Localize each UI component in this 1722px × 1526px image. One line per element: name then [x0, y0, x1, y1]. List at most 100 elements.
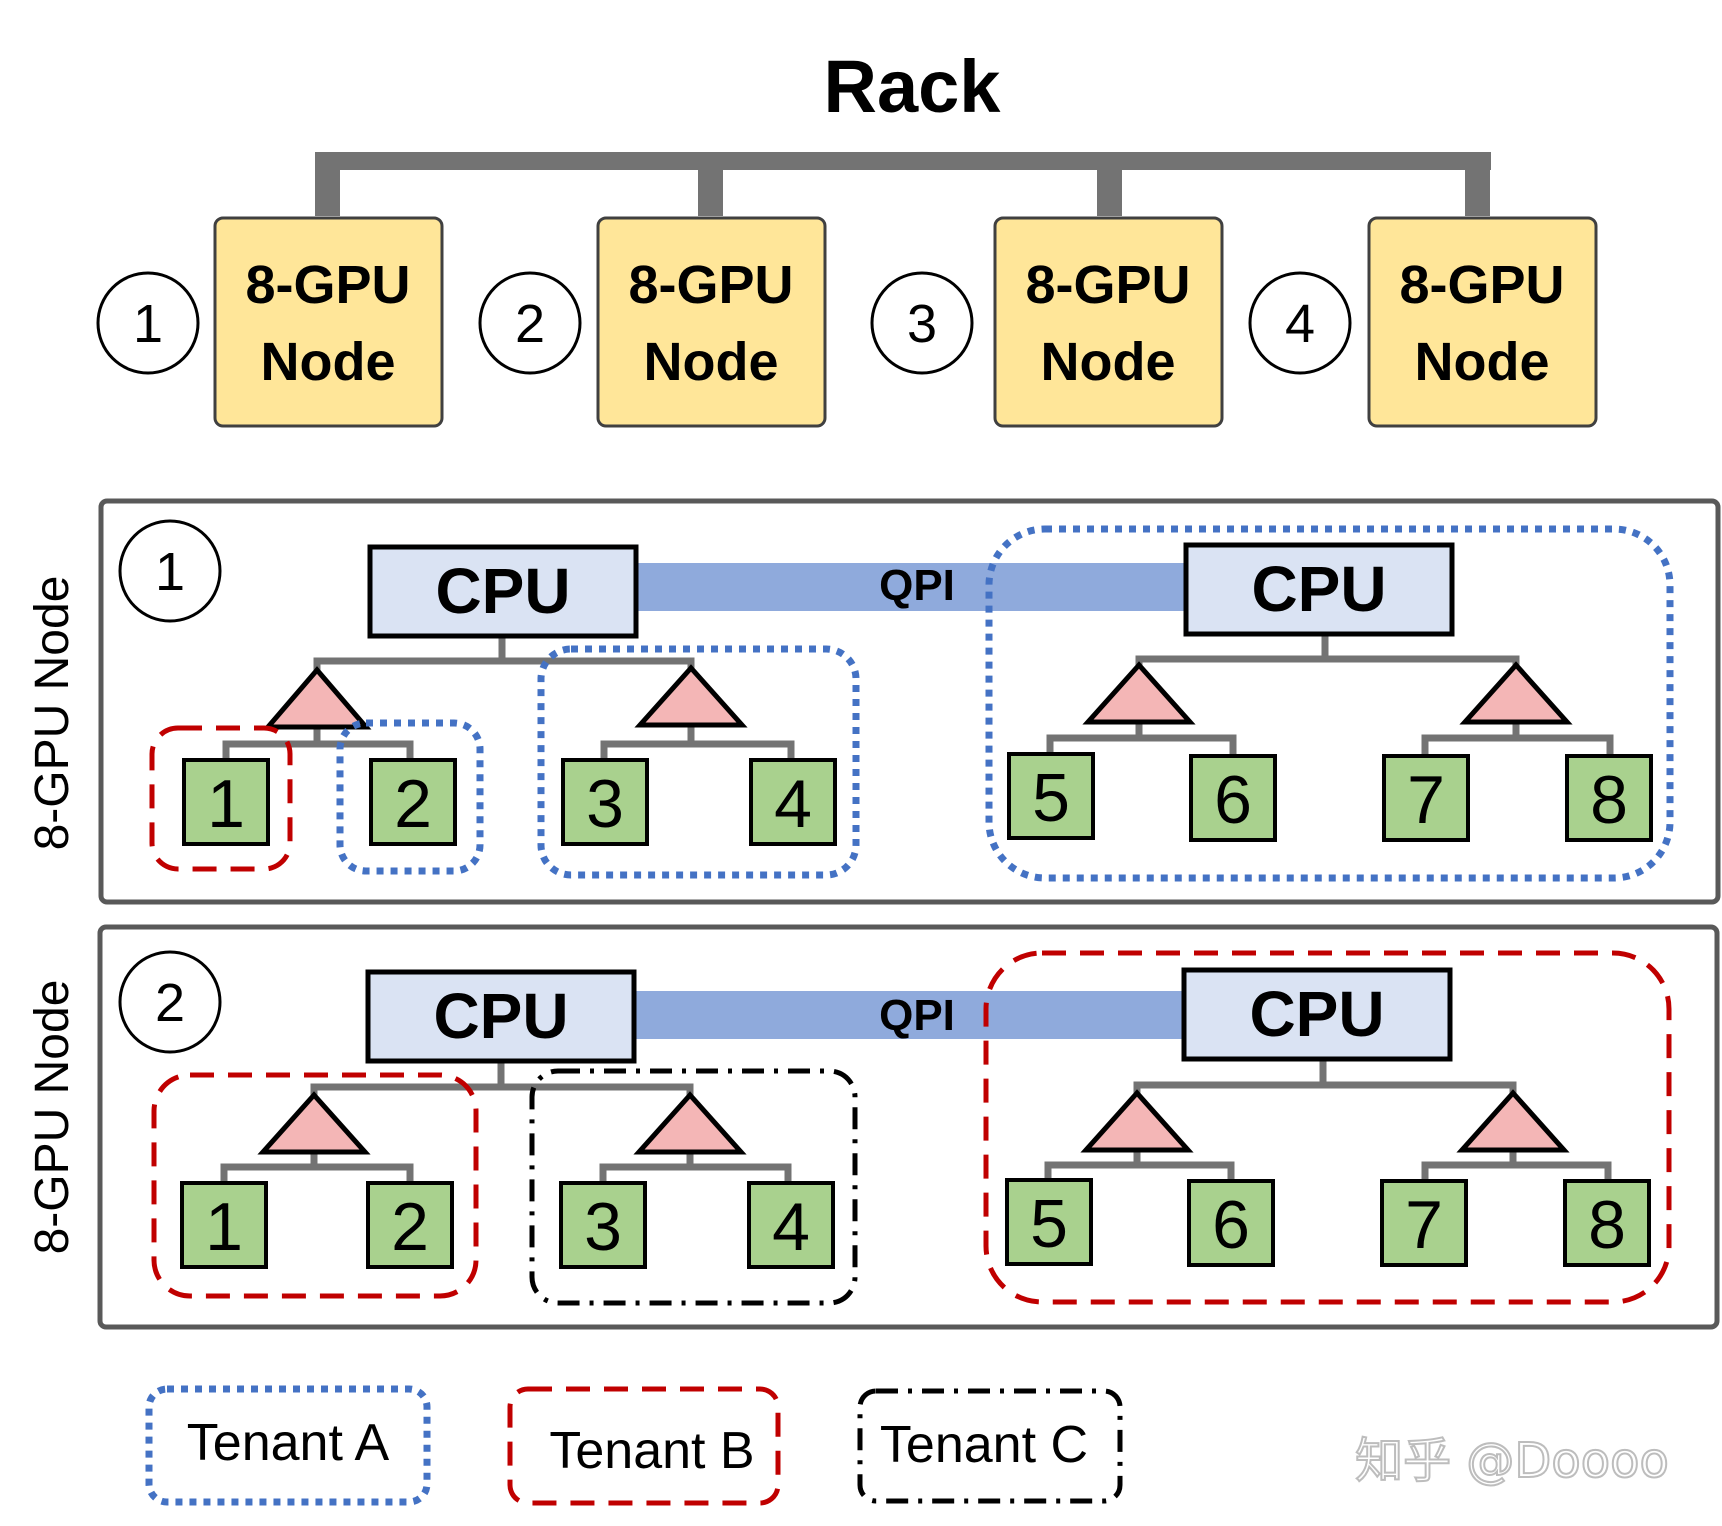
panel-number-circle — [118, 519, 222, 623]
panel-number-circle — [118, 950, 222, 1054]
tenant-c-group — [529, 1068, 858, 1306]
pcie-switch-icon — [1082, 661, 1196, 725]
node-label-line1: 8-GPU — [628, 255, 793, 315]
tenant-b-group — [149, 725, 293, 872]
watermark: 知乎 @Doooo — [1355, 1433, 1669, 1489]
gpu-box — [366, 1181, 454, 1269]
tenant-a-group — [537, 645, 860, 879]
gpu-box — [561, 758, 649, 846]
node-number: 2 — [515, 294, 545, 354]
gpu-number: 1 — [207, 766, 245, 842]
pcie-switch-icon — [633, 1091, 747, 1155]
rack-node-2: 2 8-GPU Node — [478, 216, 827, 428]
tenant-b-group — [151, 1072, 479, 1299]
node-label-line1: 8-GPU — [245, 255, 410, 315]
gpu-box — [1187, 1179, 1275, 1267]
panel-side-label: 8-GPU Node — [26, 980, 79, 1255]
rack-node-3: 3 8-GPU Node — [870, 216, 1224, 428]
gpu-box — [180, 1181, 268, 1269]
qpi-link — [636, 563, 1186, 611]
gpu-number: 5 — [1030, 1186, 1068, 1262]
legend-tenant-b-label: Tenant B — [549, 1422, 754, 1480]
qpi-label: QPI — [879, 991, 955, 1040]
cpu-label-right: CPU — [1249, 978, 1384, 1050]
gpu-box — [369, 758, 457, 846]
node-detail-panel-1: 8-GPU Node 1 QPI CPU CPU — [26, 498, 1721, 905]
gpu-node-box — [993, 216, 1224, 428]
gpu-row: 1 2 3 4 5 6 7 8 — [180, 1178, 1651, 1269]
gpu-number: 1 — [205, 1189, 243, 1265]
legend-tenant-a-label: Tenant A — [187, 1414, 390, 1472]
gpu-number: 2 — [394, 766, 432, 842]
legend-tenant-c-swatch — [857, 1388, 1123, 1504]
node-number: 4 — [1285, 294, 1315, 354]
gpu-number: 5 — [1032, 760, 1070, 836]
gpu-box — [1189, 754, 1277, 842]
node-label-line1: 8-GPU — [1025, 255, 1190, 315]
panel-number: 2 — [155, 973, 185, 1033]
gpu-box — [1005, 1178, 1093, 1266]
node-label-line2: Node — [1041, 332, 1176, 392]
gpu-number: 4 — [774, 766, 812, 842]
cpu-box-left — [365, 969, 637, 1064]
gpu-number: 8 — [1590, 762, 1628, 838]
gpu-node-box — [213, 216, 444, 428]
pcie-switch-icon — [262, 666, 372, 730]
gpu-number: 8 — [1588, 1187, 1626, 1263]
gpu-box — [1565, 754, 1653, 842]
tenant-a-group — [985, 525, 1674, 882]
gpu-number: 7 — [1405, 1187, 1443, 1263]
gpu-number: 6 — [1214, 762, 1252, 838]
gpu-box — [1563, 1179, 1651, 1267]
gpu-node-box — [596, 216, 827, 428]
panel-number: 1 — [155, 542, 185, 602]
node-number-circle — [96, 271, 200, 375]
node-label-line2: Node — [644, 332, 779, 392]
gpu-box — [182, 758, 270, 846]
pcie-switch-icon — [634, 664, 748, 728]
gpu-box — [1382, 754, 1470, 842]
rack-node-1: 1 8-GPU Node — [96, 216, 444, 428]
node-label-line2: Node — [1415, 332, 1550, 392]
cpu-label-left: CPU — [433, 980, 568, 1052]
rack-node-4: 4 8-GPU Node — [1248, 216, 1598, 428]
cpu-box-right — [1181, 967, 1453, 1062]
gpu-box — [1380, 1179, 1468, 1267]
gpu-number: 3 — [586, 766, 624, 842]
panel-side-label: 8-GPU Node — [26, 576, 79, 851]
pcie-switch-icon — [1080, 1089, 1194, 1153]
node-label-line2: Node — [261, 332, 396, 392]
cpu-label-left: CPU — [435, 555, 570, 627]
legend-tenant-c-label: Tenant C — [880, 1416, 1088, 1474]
gpu-box — [749, 758, 837, 846]
legend-tenant-b-swatch — [507, 1386, 781, 1506]
gpu-box — [747, 1181, 835, 1269]
gpu-box — [1007, 752, 1095, 840]
cpu-box-right — [1183, 542, 1455, 637]
gpu-row: 1 2 3 4 5 6 7 8 — [182, 752, 1653, 846]
rack-bus — [315, 152, 1491, 216]
pcie-switch-icon — [1456, 1089, 1570, 1153]
qpi-label: QPI — [879, 561, 955, 610]
cpu-label-right: CPU — [1251, 553, 1386, 625]
diagram-title: Rack — [824, 45, 1002, 128]
gpu-number: 4 — [772, 1189, 810, 1265]
cpu-box-left — [367, 544, 639, 639]
gpu-box — [559, 1181, 647, 1269]
node-number-circle — [1248, 271, 1352, 375]
node-label-line1: 8-GPU — [1399, 255, 1564, 315]
gpu-node-box — [1367, 216, 1598, 428]
node-number: 1 — [133, 294, 163, 354]
legend-tenant-a-swatch — [145, 1385, 431, 1506]
node-number-circle — [870, 271, 974, 375]
qpi-link — [633, 991, 1184, 1039]
pcie-switch-icon — [257, 1091, 371, 1155]
gpu-number: 2 — [391, 1189, 429, 1265]
node-number-circle — [478, 271, 582, 375]
node-detail-panel-2: 8-GPU Node 2 QPI CPU CPU — [26, 924, 1720, 1330]
gpu-number: 7 — [1407, 762, 1445, 838]
tenant-b-group — [983, 950, 1672, 1305]
pcie-switch-icon — [1459, 661, 1573, 725]
tenant-a-group — [336, 719, 484, 875]
